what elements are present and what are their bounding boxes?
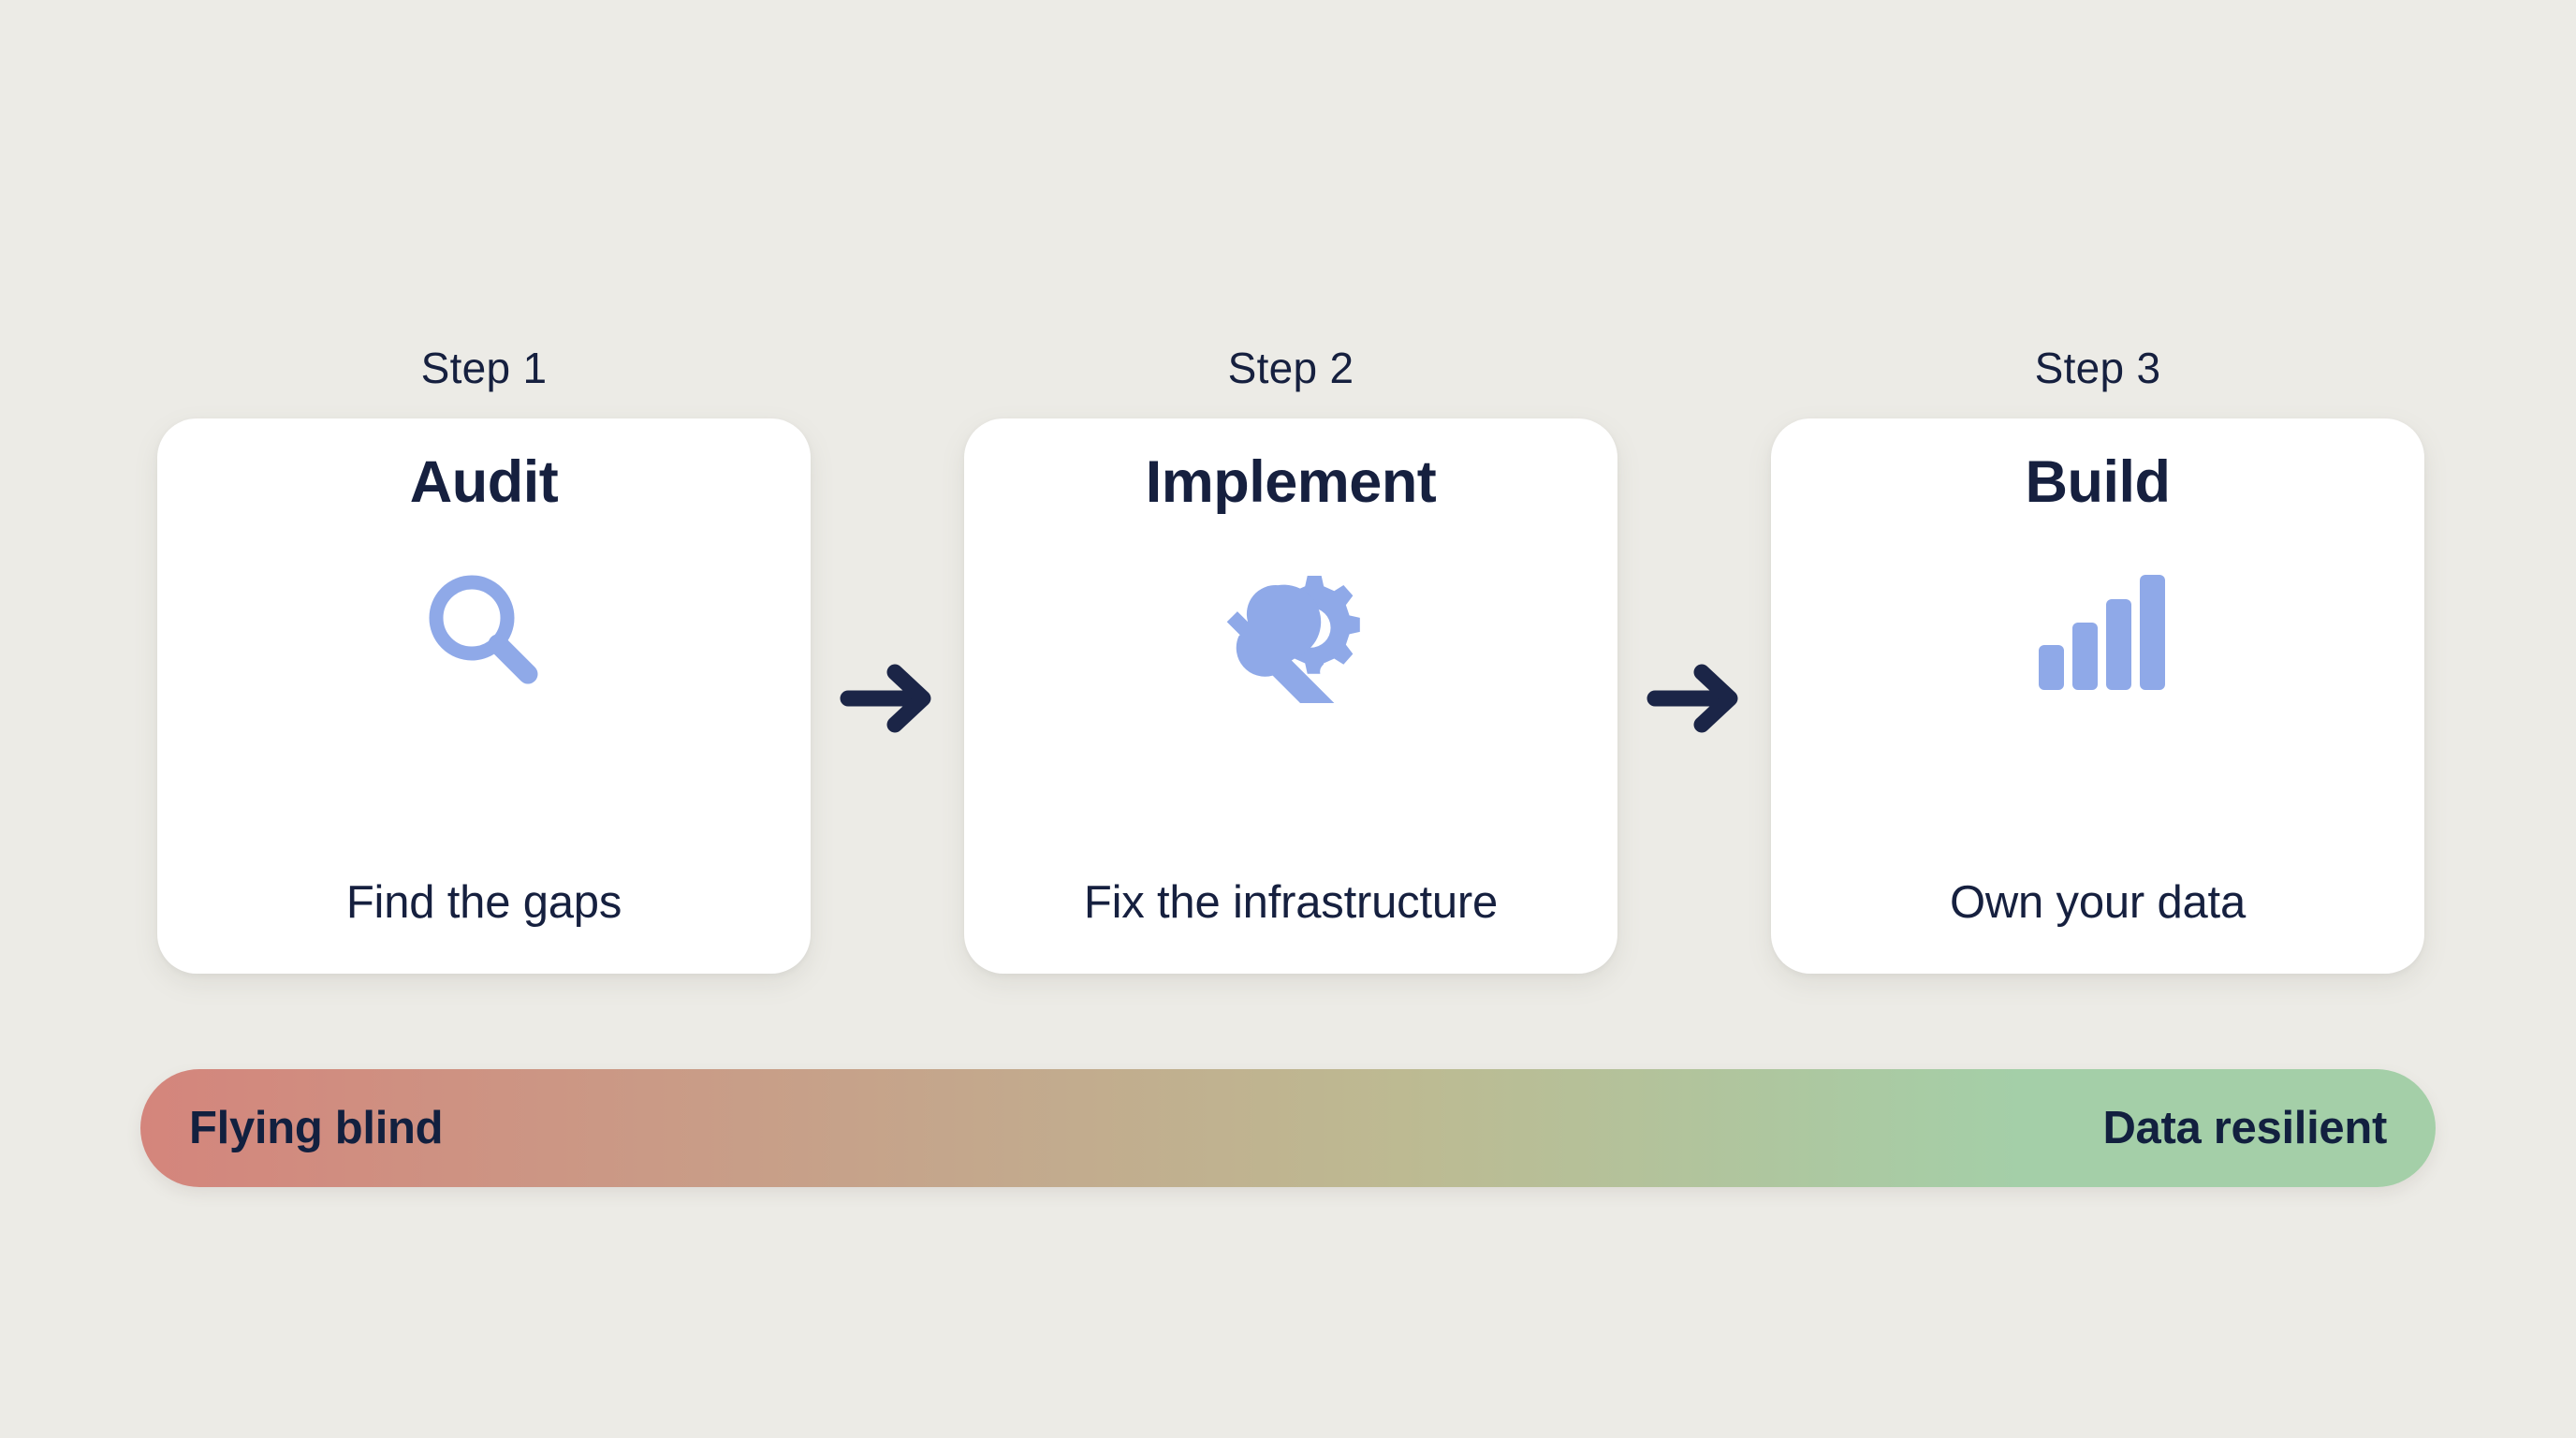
arrow-right-icon-2 (1642, 420, 1747, 976)
bar-chart-icon (2023, 557, 2173, 707)
step-label-2: Step 2 (1227, 344, 1354, 392)
step-column-3: Step 3 Build Own your data (1771, 346, 2424, 974)
arrow-right-icon-1 (835, 420, 940, 976)
spectrum-end-label: Data resilient (2102, 1102, 2387, 1153)
card-title-implement: Implement (1145, 449, 1437, 515)
card-title-audit: Audit (409, 449, 559, 515)
step-column-1: Step 1 Audit Find the gaps (157, 346, 811, 974)
step-label-1: Step 1 (420, 344, 548, 392)
steps-row: Step 1 Audit Find the gaps Step 2 (157, 346, 2424, 992)
spectrum-bar: Flying blind Data resilient (140, 1069, 2436, 1187)
step-label-3: Step 3 (2034, 344, 2161, 392)
card-caption-implement: Fix the infrastructure (1083, 877, 1499, 929)
step-card-audit[interactable]: Audit Find the gaps (157, 418, 811, 974)
magnifying-glass-icon (409, 557, 559, 707)
card-caption-audit: Find the gaps (345, 877, 622, 929)
card-title-build: Build (2025, 449, 2171, 515)
card-caption-build: Own your data (1949, 877, 2247, 929)
step-card-implement[interactable]: Implement Fix the infrastructure (964, 418, 1617, 974)
step-card-build[interactable]: Build Own your data (1771, 418, 2424, 974)
step-column-2: Step 2 Implement Fix the infrastructure (964, 346, 1617, 974)
wrench-and-gear-icon (1216, 557, 1366, 707)
spectrum-start-label: Flying blind (189, 1102, 444, 1153)
